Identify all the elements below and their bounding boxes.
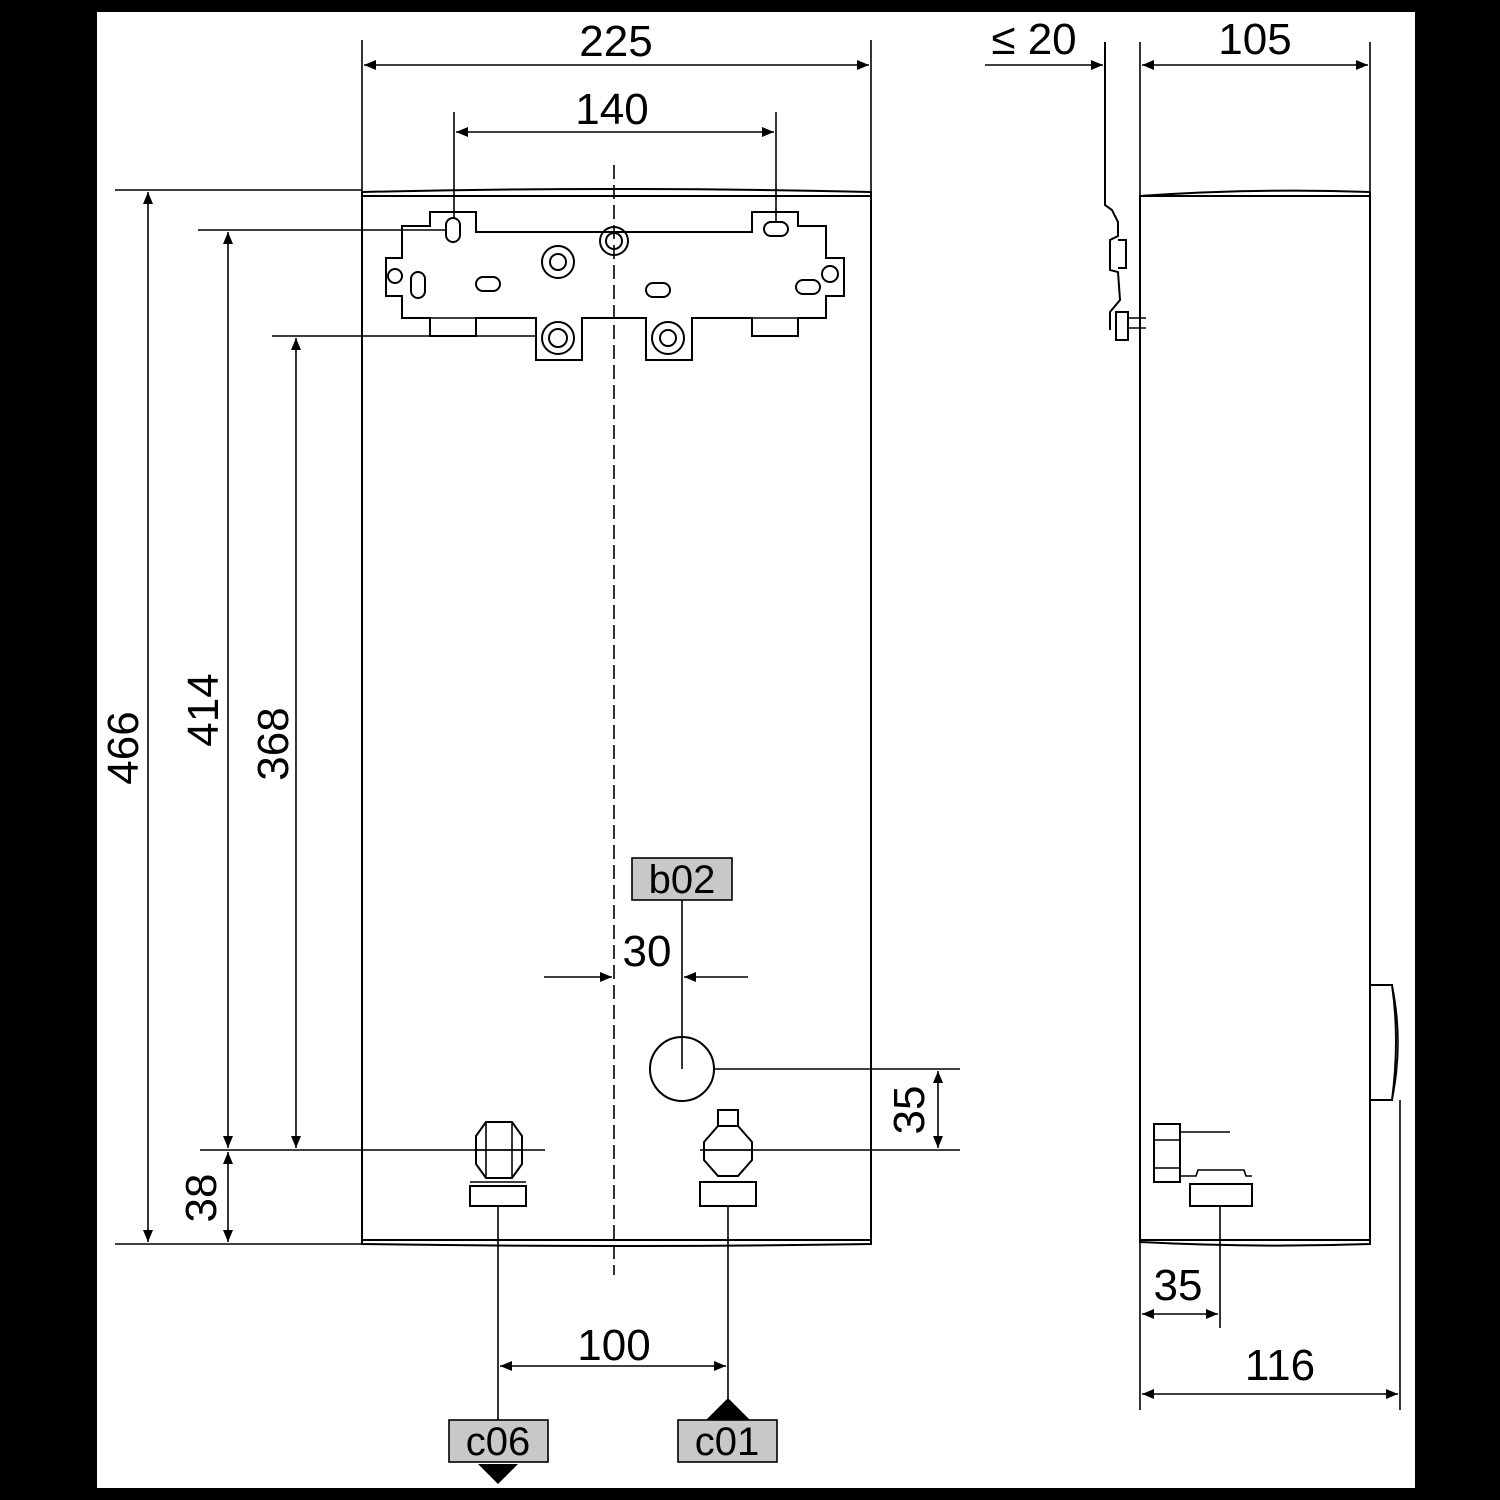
screw-top-center [599,226,629,256]
label-b02: b02 [631,857,733,902]
dim-35-front: 35 [885,1086,934,1135]
dim-wall-gap: ≤ 20 [991,15,1076,64]
screw-bottom-right [651,321,685,355]
front-view: 225 140 466 414 368 38 30 35 100 b02 c06… [99,17,960,1484]
label-c01: c01 [677,1398,778,1464]
side-fitting-lower [1189,1183,1253,1207]
front-housing [361,188,872,1247]
dim-368: 368 [249,707,298,780]
dim-414: 414 [179,673,228,746]
dim-100: 100 [577,1321,650,1370]
mounting-bracket [385,211,845,361]
outlet-arrow-icon [478,1464,518,1484]
dim-38: 38 [177,1174,226,1223]
side-bracket [1104,42,1122,330]
inlet-arrow-icon [706,1398,750,1420]
svg-text:c06: c06 [466,1420,531,1464]
dim-466: 466 [99,711,148,784]
dim-35-side: 35 [1154,1261,1203,1310]
svg-text:c01: c01 [695,1420,760,1464]
dim-30: 30 [623,927,672,976]
side-housing [1139,189,1371,1247]
svg-text:b02: b02 [649,858,716,902]
dim-140: 140 [575,85,648,134]
screw-bottom-left [541,321,575,355]
dim-225: 225 [579,17,652,66]
screw-left [541,245,575,279]
label-c06: c06 [448,1419,549,1484]
side-fitting-upper [1153,1123,1181,1183]
dim-116: 116 [1245,1341,1315,1390]
side-view: ≤ 20 105 35 116 [985,15,1401,1410]
dim-105: 105 [1218,15,1291,64]
